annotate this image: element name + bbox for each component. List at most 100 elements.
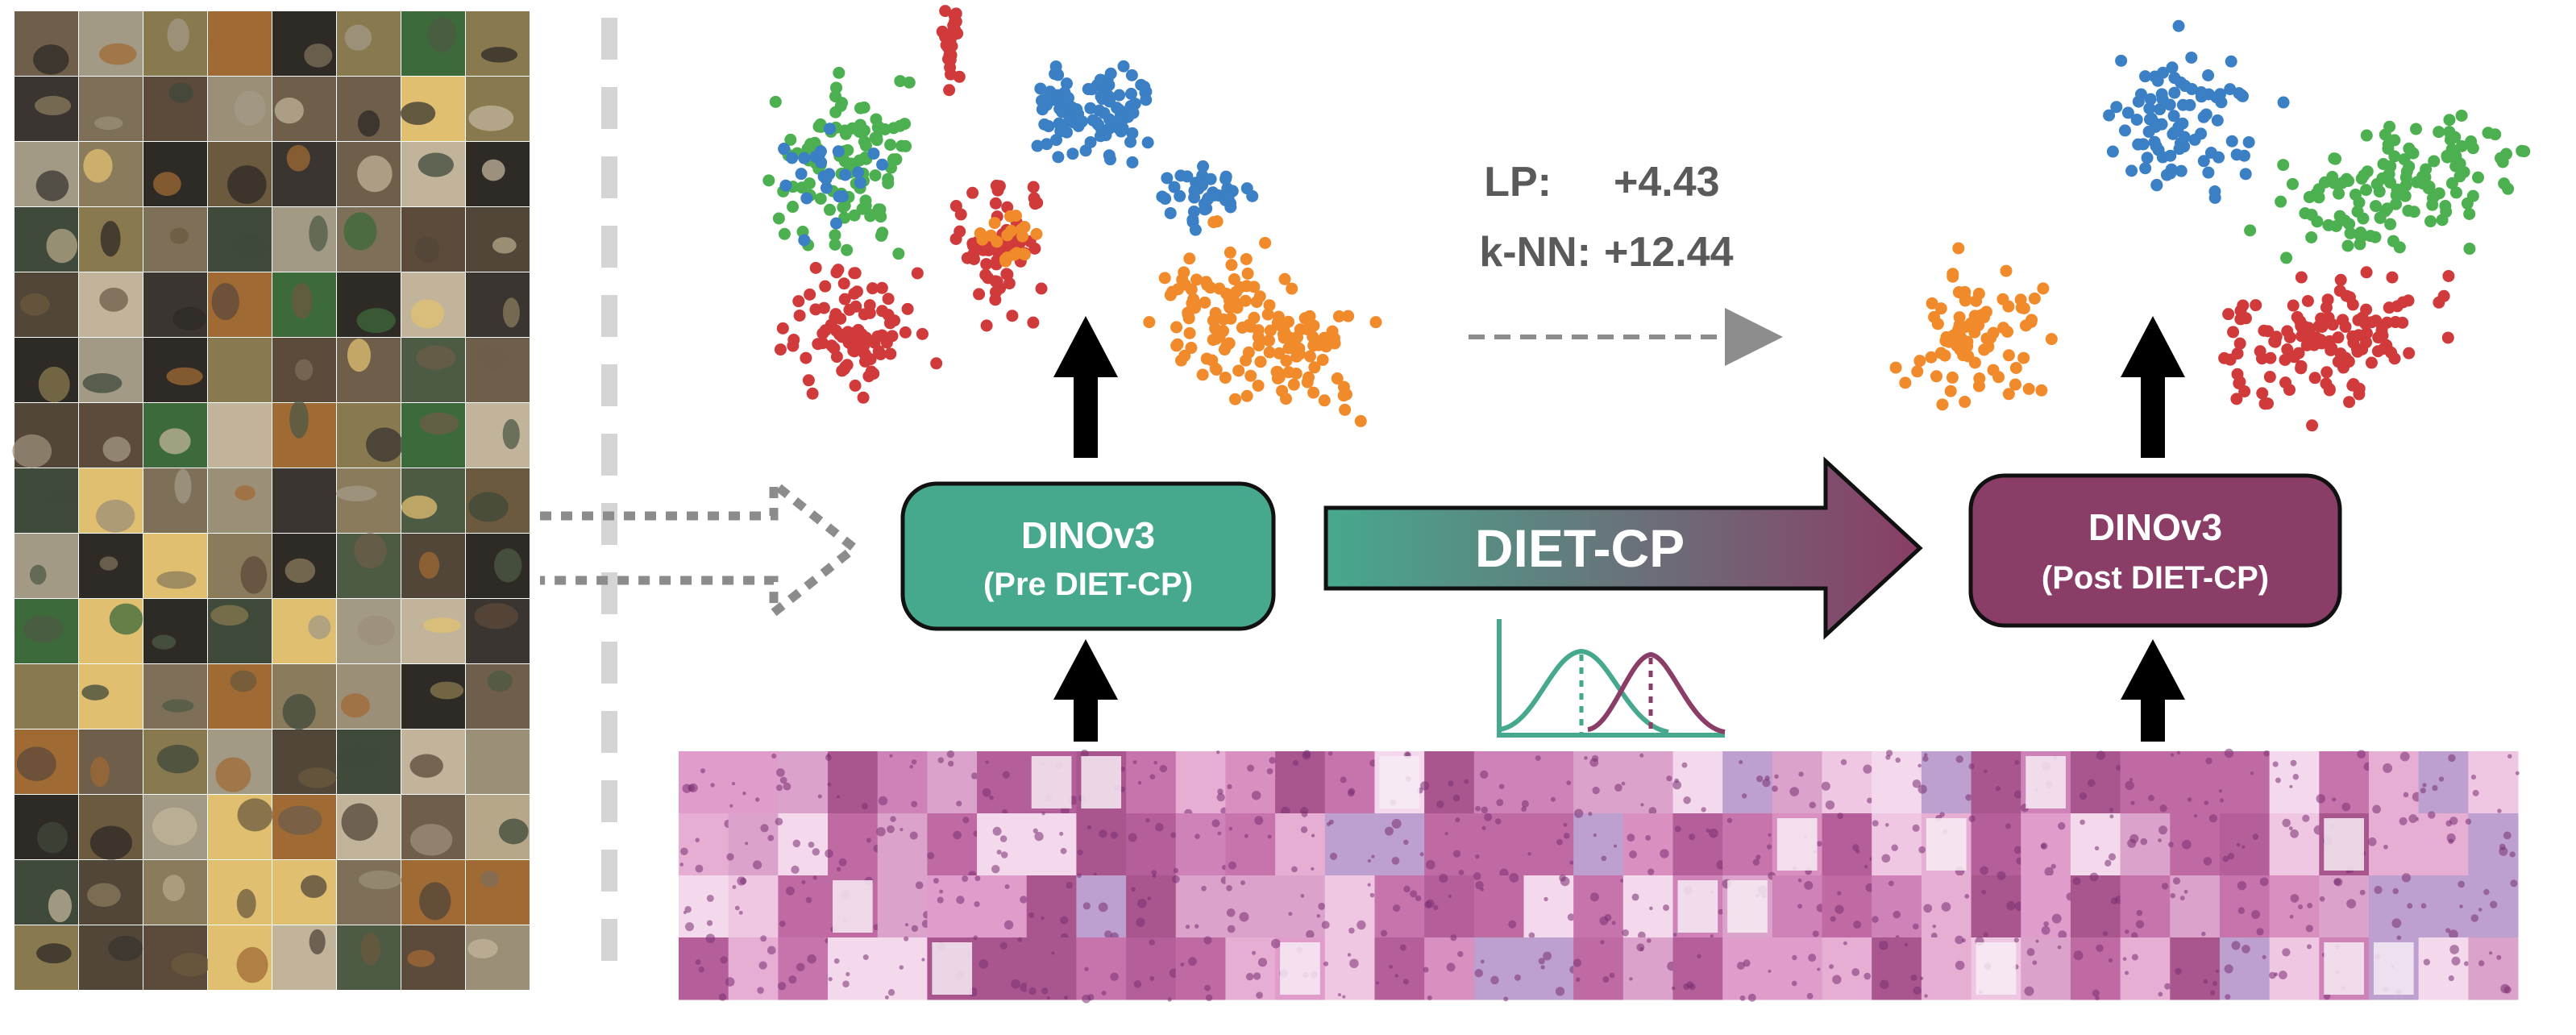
histology-nucleus: [1217, 788, 1224, 795]
dinov3-post-box: DINOv3 (Post DIET-CP): [1968, 473, 2342, 628]
natural-image-detail: [498, 818, 529, 845]
histology-tile: [2468, 751, 2519, 814]
scatter-point: [848, 209, 861, 222]
diet-cp-arrow: DIET-CP: [1323, 456, 1923, 640]
histology-nucleus: [2096, 750, 2106, 760]
histology-nucleus: [1266, 767, 1273, 775]
histology-nucleus: [911, 800, 918, 808]
scatter-point: [2263, 371, 2276, 384]
histology-nucleus: [1017, 937, 1023, 942]
natural-image-detail: [29, 564, 47, 585]
histology-nucleus: [1490, 975, 1499, 985]
histology-nucleus: [2161, 883, 2169, 890]
histology-nucleus: [1743, 959, 1751, 967]
histology-nucleus: [1649, 906, 1653, 911]
scatter-point: [843, 303, 856, 316]
histology-nucleus: [1639, 753, 1644, 758]
scatter-point: [990, 285, 1003, 298]
histology-tile: [1573, 813, 1624, 876]
natural-image-detail: [467, 938, 498, 959]
histology-nucleus: [2449, 929, 2458, 939]
scatter-point: [1056, 106, 1069, 118]
scatter-point: [778, 227, 791, 240]
scatter-point: [812, 120, 825, 133]
histology-nucleus: [738, 910, 743, 915]
scatter-point: [2156, 93, 2169, 106]
histology-nucleus: [1614, 784, 1622, 792]
scatter-point: [800, 351, 812, 364]
histology-nucleus: [1593, 833, 1597, 838]
histology-tile: [1076, 813, 1127, 876]
scatter-point: [2449, 131, 2462, 143]
scatter-point: [2300, 339, 2313, 351]
histology-nucleus: [915, 881, 924, 890]
histology-nucleus: [1077, 850, 1083, 856]
scatter-point: [2352, 314, 2365, 326]
scatter-point: [1196, 368, 1209, 381]
histology-nucleus: [775, 768, 785, 777]
histology-nucleus: [911, 759, 917, 765]
scatter-point: [2236, 89, 2249, 102]
histology-nucleus: [2420, 788, 2426, 794]
scatter-point: [2379, 128, 2391, 141]
histology-nucleus: [2158, 838, 2162, 842]
histology-nucleus: [1384, 826, 1394, 836]
histology-nucleus: [705, 933, 716, 944]
scatter-point: [1209, 306, 1222, 319]
histology-nucleus: [1672, 933, 1677, 937]
histology-nucleus: [946, 750, 955, 759]
histology-nucleus: [1573, 958, 1582, 967]
histology-nucleus: [1104, 930, 1112, 938]
histology-tile: [1225, 751, 1276, 814]
histology-nucleus: [779, 921, 786, 927]
histology-nucleus: [1752, 858, 1760, 867]
histology-nucleus: [1480, 770, 1489, 779]
histology-nucleus: [2357, 750, 2366, 759]
scatter-point: [2384, 218, 2397, 231]
two-gaussian-curves-icon: [1497, 619, 1726, 738]
natural-image-tile: [143, 142, 207, 206]
natural-image-detail: [209, 31, 247, 54]
histology-nucleus: [1843, 941, 1847, 946]
scatter-point: [892, 247, 905, 260]
scatter-point: [875, 281, 888, 294]
histology-nucleus: [2058, 930, 2067, 939]
scatter-point: [1940, 330, 1953, 343]
histology-nucleus: [1357, 920, 1366, 930]
histology-fat-cell: [1280, 942, 1320, 995]
natural-image-detail: [423, 617, 461, 634]
histology-nucleus: [1774, 774, 1779, 779]
histology-nucleus: [1239, 912, 1249, 922]
histology-nucleus: [1739, 759, 1743, 764]
scatter-point: [1264, 324, 1277, 337]
scatter-point: [2195, 85, 2208, 98]
scatter-point: [974, 227, 987, 239]
histology-nucleus: [1829, 964, 1834, 970]
scatter-point: [2132, 95, 2145, 108]
natural-image-detail: [156, 571, 197, 589]
histology-nucleus: [1968, 763, 1975, 770]
scatter-point: [899, 326, 912, 339]
histology-nucleus: [970, 772, 978, 779]
histology-nucleus: [1481, 825, 1486, 830]
histology-nucleus: [2032, 960, 2038, 966]
histology-nucleus: [1930, 933, 1938, 939]
histology-nucleus: [2252, 833, 2259, 841]
histology-nucleus: [1458, 869, 1465, 875]
scatter-point: [882, 172, 895, 185]
scatter-point: [2312, 320, 2325, 333]
scatter-point: [2277, 96, 2290, 109]
scatter-point: [1075, 115, 1088, 128]
scatter-point: [894, 119, 907, 132]
scatter-point: [882, 293, 895, 306]
natural-image-detail: [309, 929, 326, 955]
scatter-point: [849, 330, 862, 343]
natural-image-detail: [48, 490, 77, 505]
histology-nucleus: [2231, 941, 2241, 950]
scatter-point: [875, 210, 887, 223]
histology-fat-cell: [2324, 818, 2364, 871]
natural-image-detail: [167, 18, 189, 52]
histology-nucleus: [1427, 995, 1432, 1000]
histology-nucleus: [2057, 945, 2062, 950]
